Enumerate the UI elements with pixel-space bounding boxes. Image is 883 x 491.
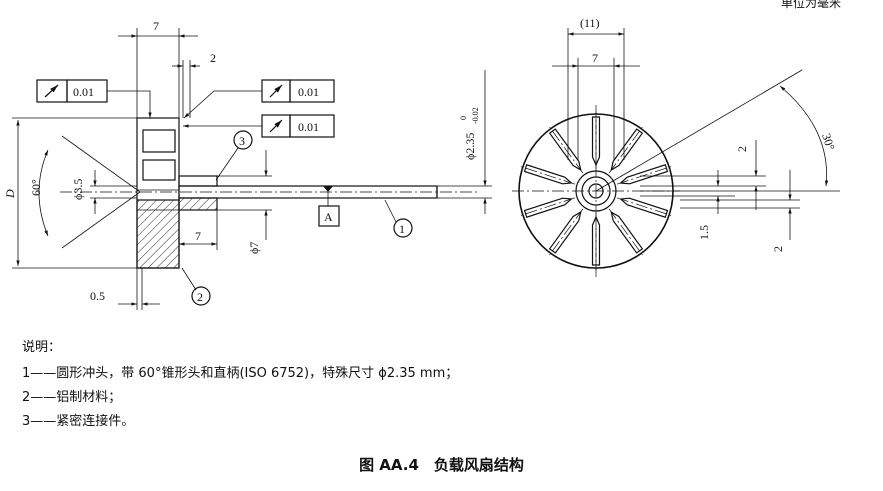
fan-blade-slot: [610, 210, 644, 254]
fan-blade-slot: [523, 197, 573, 218]
dim-05-label: 0.5: [90, 289, 105, 303]
cone-line-lower: [61, 191, 141, 249]
fan-blade-centerline: [548, 126, 584, 174]
tolerance-frame-1: 0.01: [36, 79, 152, 118]
tol-upper-label: 0: [459, 116, 468, 120]
fan-blade-slot: [523, 164, 573, 185]
left-view: 60° D ϕ3.5 7 2 0.01: [3, 19, 492, 310]
tolerance-frame-3: 0.01: [183, 114, 335, 138]
fan-blade-slot: [619, 197, 669, 218]
dim-7-top-label: 7: [153, 19, 159, 33]
dim-d-label: D: [3, 189, 17, 199]
datum-box: [318, 205, 340, 227]
callout-2-circle: [191, 286, 211, 306]
dim-2a-label: 2: [735, 146, 749, 152]
hub-body: [136, 117, 218, 269]
tol-3-value: 0.01: [298, 120, 319, 134]
angle-30-label: 30°: [819, 132, 838, 152]
fan-blade-centerline: [548, 208, 584, 256]
tol-2-value: 0.01: [298, 85, 319, 99]
unit-note: 单位为毫米: [780, 0, 841, 10]
fan-blade-centerline: [616, 197, 673, 217]
technical-drawing: 60° D ϕ3.5 7 2 0.01: [3, 16, 840, 310]
callout-1-circle: [393, 218, 413, 238]
fan-blade-centerline: [616, 165, 673, 185]
fan-blade-centerline: [519, 165, 576, 185]
tolerance-frame-2: 0.01: [183, 79, 335, 119]
fan-blade-slot: [619, 164, 669, 185]
fan-blade-centerline: [608, 208, 644, 256]
legend-title: 说明：: [22, 340, 62, 355]
dim-phi7-label: ϕ7: [247, 242, 261, 254]
fan-blade-centerline: [519, 197, 576, 217]
dim-11-label: (11): [580, 16, 600, 30]
tol-1-value: 0.01: [73, 85, 94, 99]
callout-3-label: 3: [239, 134, 245, 148]
callout-2-label: 2: [197, 290, 203, 304]
cone-line-upper: [61, 135, 141, 193]
fan-blade-slot: [610, 128, 644, 172]
dim-phi35-label: ϕ3.5: [71, 179, 85, 200]
callout-3-circle: [233, 130, 253, 150]
angle-60-label: 60°: [29, 179, 43, 196]
legend-item-3: 3——紧密连接件。: [22, 414, 135, 429]
callout-1-label: 1: [399, 222, 405, 236]
right-view: (11) 7 30° 2 1.5 2: [512, 16, 840, 277]
fan-blades: [519, 111, 673, 271]
tol-lower-label: -0.02: [471, 107, 480, 124]
fan-blade-slot: [548, 210, 582, 254]
legend-item-2: 2——铝制材料；: [22, 390, 122, 405]
dim-2-label: 2: [210, 51, 216, 65]
figure-caption: 图 AA.4 负载风扇结构: [359, 456, 524, 474]
fan-blade-slot: [548, 128, 582, 172]
fan-blade-centerline: [608, 126, 644, 174]
datum-label: A: [324, 210, 333, 224]
legend-item-1: 1——圆形冲头，带 60°锥形头和直柄(ISO 6752)，特殊尺寸 ϕ2.35…: [22, 366, 459, 381]
angle-60-arc: [38, 149, 49, 237]
dim-7-right-label: 7: [592, 51, 598, 65]
dim-2b-label: 2: [771, 246, 785, 252]
dim-7-mid-label: 7: [195, 229, 201, 243]
dim-15-label: 1.5: [697, 225, 711, 240]
datum-triangle: [323, 186, 333, 192]
dim-phi235-label: ϕ2.35: [463, 133, 477, 160]
